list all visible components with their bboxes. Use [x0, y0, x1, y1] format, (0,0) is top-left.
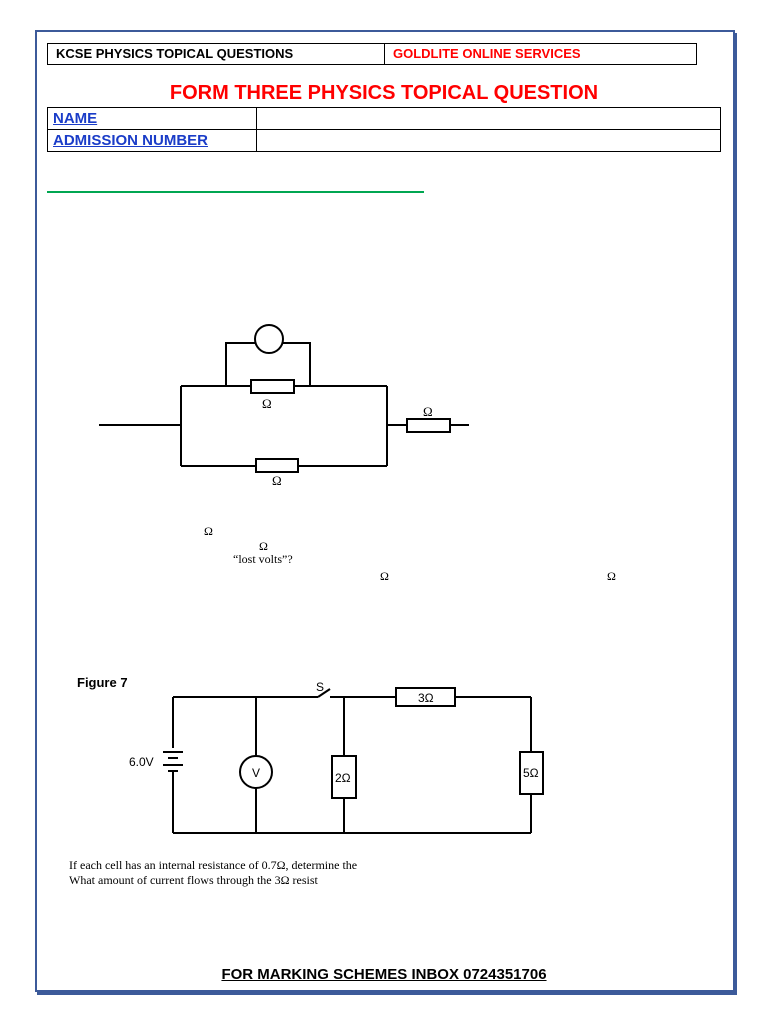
- header-subject: KCSE PHYSICS TOPICAL QUESTIONS: [48, 44, 385, 64]
- question-line-2: What amount of current flows through the…: [69, 873, 318, 887]
- voltmeter-symbol: [239, 755, 273, 789]
- circuit-diagram-figure-7: [163, 687, 544, 834]
- omega-label-top: Ω: [262, 396, 272, 411]
- resistor-bottom: [255, 458, 299, 473]
- question-line-1: If each cell has an internal resistance …: [69, 858, 358, 872]
- page-title: FORM THREE PHYSICS TOPICAL QUESTION: [169, 82, 599, 104]
- wire: [225, 342, 255, 386]
- omega-fragment: Ω: [259, 539, 268, 553]
- resistor-series: [406, 418, 451, 433]
- resistor-3-ohm: [395, 687, 456, 707]
- omega-fragment: Ω: [380, 569, 389, 583]
- resistor-5-label: 5Ω: [523, 766, 539, 780]
- omega-fragment: Ω: [204, 524, 213, 538]
- footer-note: FOR MARKING SCHEMES INBOX 0724351706: [221, 966, 547, 983]
- admission-label: ADMISSION NUMBER: [48, 130, 257, 151]
- figure-7-labels: S 6.0V V 2Ω 3Ω 5Ω: [129, 680, 539, 785]
- lost-volts-fragment: “lost volts”?: [233, 552, 293, 566]
- name-row: NAME: [48, 108, 720, 129]
- resistor-2-label: 2Ω: [335, 771, 351, 785]
- voltmeter-label: V: [252, 766, 260, 780]
- section-divider: [47, 191, 424, 193]
- header-table: KCSE PHYSICS TOPICAL QUESTIONS GOLDLITE …: [47, 43, 697, 65]
- switch-blade: [317, 688, 331, 698]
- resistor-2-ohm: [331, 755, 357, 799]
- resistor-5-ohm: [519, 751, 544, 795]
- circuit-diagram-1: [99, 324, 469, 473]
- cell-voltage-label: 6.0V: [129, 755, 154, 769]
- meter-symbol: [254, 324, 284, 354]
- resistor-3-label: 3Ω: [418, 691, 434, 705]
- resistor-top: [250, 379, 295, 394]
- switch-label: S: [316, 680, 324, 694]
- circuit-1-labels: Ω Ω Ω: [262, 396, 433, 488]
- name-label: NAME: [48, 108, 257, 129]
- page-border: [35, 30, 735, 992]
- figure-caption: Figure 7: [77, 675, 128, 690]
- omega-label-bottom: Ω: [272, 473, 282, 488]
- omega-fragment: Ω: [607, 569, 616, 583]
- omega-label-series: Ω: [423, 404, 433, 419]
- admission-row: ADMISSION NUMBER: [48, 129, 720, 151]
- header-publisher: GOLDLITE ONLINE SERVICES: [393, 46, 581, 61]
- wire: [283, 342, 311, 386]
- student-info-table: NAME ADMISSION NUMBER: [47, 107, 721, 152]
